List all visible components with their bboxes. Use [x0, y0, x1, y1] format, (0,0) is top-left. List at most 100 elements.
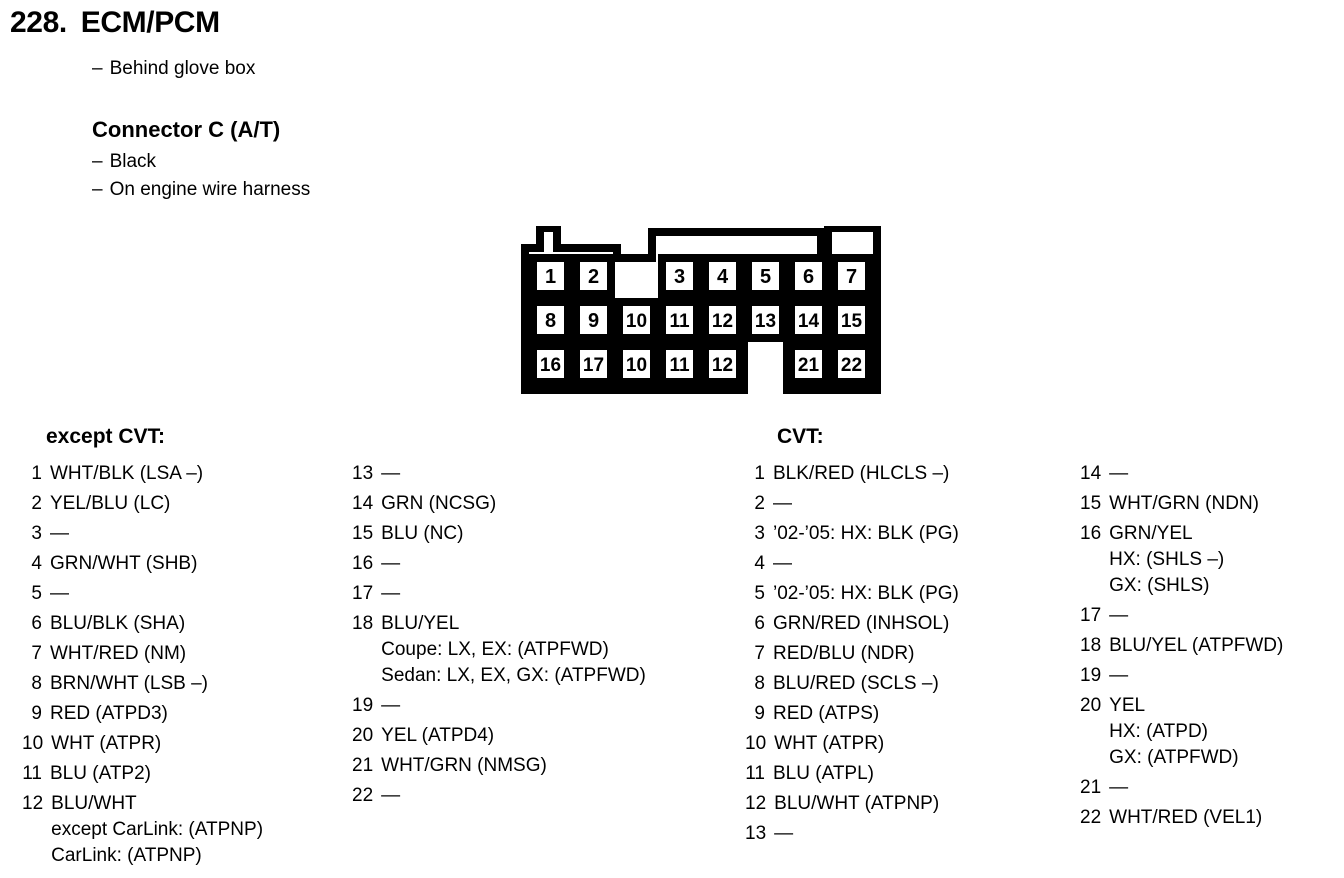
pin-row: 5’02-’05: HX: BLK (PG): [745, 581, 1085, 607]
pin-value-main: RED/BLU (NDR): [773, 643, 915, 664]
pin-value: BLU/RED (SCLS –): [773, 671, 1085, 697]
pin-cell: [701, 254, 744, 298]
pin-number: 7: [31, 643, 42, 664]
pin-cell-number: 14: [798, 311, 820, 332]
pin-row: 21 WHT/GRN (NMSG): [352, 753, 732, 779]
pin-value-main: WHT/GRN (NMSG): [381, 755, 547, 776]
pin-row: 16—: [352, 551, 732, 577]
pin-value: WHT/BLK (LSA –): [50, 461, 352, 487]
pin-number: 20: [1080, 695, 1102, 716]
pin-cell: [572, 342, 615, 386]
pin-row: 19—: [352, 693, 732, 719]
pin-row: 3—: [22, 521, 352, 547]
pin-row: 7 RED/BLU (NDR): [745, 641, 1085, 667]
pin-cell: [830, 254, 873, 298]
pin-number: 6: [31, 613, 42, 634]
pin-number: 2: [754, 493, 765, 514]
pin-number: 21: [352, 755, 374, 776]
pin-cell: [658, 298, 701, 342]
pin-value-main: —: [381, 785, 401, 806]
pin-value-main: BLU (NC): [381, 523, 464, 544]
pin-cell: [529, 342, 572, 386]
pin-value-main: ’02-’05: HX: BLK (PG): [773, 523, 959, 544]
pin-cell: [529, 298, 572, 342]
pin-cell-number: 7: [846, 266, 857, 288]
pin-cell: [787, 298, 830, 342]
pin-number: 10: [22, 733, 44, 754]
pin-value: ’02-’05: HX: BLK (PG): [773, 581, 1085, 607]
pin-number: 8: [31, 673, 42, 694]
pin-cell-number: 12: [712, 311, 733, 332]
pin-value-note: GX: (SHLS): [1109, 575, 1210, 596]
pin-value-main: YEL/BLU (LC): [50, 493, 171, 514]
pin-cell: [701, 342, 744, 386]
pin-cell-number: 5: [760, 266, 771, 288]
pin-value-main: —: [1109, 665, 1129, 686]
pin-value: WHT/GRN (NDN): [1109, 491, 1344, 517]
pin-value-main: GRN/YEL: [1109, 523, 1193, 544]
pin-value-main: BLU/RED (SCLS –): [773, 673, 939, 694]
pin-value: —: [381, 693, 732, 719]
pin-value-main: —: [773, 553, 792, 574]
pin-cell-number: 11: [669, 311, 690, 332]
connector-color-text: Black: [109, 151, 157, 172]
pin-value-note: HX: (ATPD): [1109, 721, 1209, 742]
pin-number: 9: [31, 703, 42, 724]
pin-value: —: [1109, 775, 1344, 801]
pin-value: BRN/WHT (LSB –): [50, 671, 352, 697]
pin-cell-number: 8: [545, 310, 556, 332]
pin-value-note: HX: (SHLS –): [1109, 549, 1225, 570]
pin-cell: [787, 342, 830, 386]
pin-value: YEL (ATPD4): [381, 723, 732, 749]
pin-value: —: [381, 783, 732, 809]
pin-number: 13: [745, 823, 767, 844]
pin-cell: [658, 254, 701, 298]
pin-value-main: WHT/BLK (LSA –): [50, 463, 204, 484]
pin-value-main: BLU/WHT (ATPNP): [774, 793, 940, 814]
group-heading-except-cvt: except CVT:: [46, 425, 166, 448]
group-heading-cvt: CVT:: [777, 425, 824, 448]
pin-number: 18: [1080, 635, 1102, 656]
pin-number: 6: [754, 613, 765, 634]
pin-cell-number: 16: [540, 355, 561, 376]
pin-cell-number: 4: [717, 266, 729, 288]
pin-number: 21: [1080, 777, 1102, 798]
pin-number: 17: [352, 583, 374, 604]
pin-value: —: [774, 821, 1085, 847]
pin-value-main: BLK/RED (HLCLS –): [773, 463, 950, 484]
pin-number: 4: [754, 553, 765, 574]
pin-value: GRN/RED (INHSOL): [773, 611, 1085, 637]
pin-value: RED (ATPS): [773, 701, 1085, 727]
pin-value-main: RED (ATPS): [773, 703, 880, 724]
pin-cell: [744, 254, 787, 298]
pin-number: 7: [754, 643, 765, 664]
pin-row: 13 —: [745, 821, 1085, 847]
pin-value-main: WHT (ATPR): [774, 733, 885, 754]
pin-number: 8: [754, 673, 765, 694]
pin-value: BLK/RED (HLCLS –): [773, 461, 1085, 487]
pin-number: 16: [1080, 523, 1102, 544]
pin-value-main: RED (ATPD3): [50, 703, 168, 724]
pin-value-main: WHT/RED (VEL1): [1109, 807, 1263, 828]
pin-value-main: GRN/RED (INHSOL): [773, 613, 950, 634]
pin-value: —: [773, 491, 1085, 517]
pin-number: 9: [754, 703, 765, 724]
pin-value: BLU/BLK (SHA): [50, 611, 352, 637]
pin-value: GRN/WHT (SHB): [50, 551, 352, 577]
pin-row: 22—: [352, 783, 732, 809]
pin-value-main: YEL: [1109, 695, 1146, 716]
pin-value-main: —: [1109, 463, 1129, 484]
location-text: Behind glove box: [109, 58, 256, 79]
pin-row: 8 BLU/RED (SCLS –): [745, 671, 1085, 697]
pin-value-note: Sedan: LX, EX, GX: (ATPFWD): [381, 665, 646, 686]
pin-value: —: [773, 551, 1085, 577]
pin-row: 9 RED (ATPD3): [22, 701, 352, 727]
pin-value-main: —: [1109, 605, 1129, 626]
